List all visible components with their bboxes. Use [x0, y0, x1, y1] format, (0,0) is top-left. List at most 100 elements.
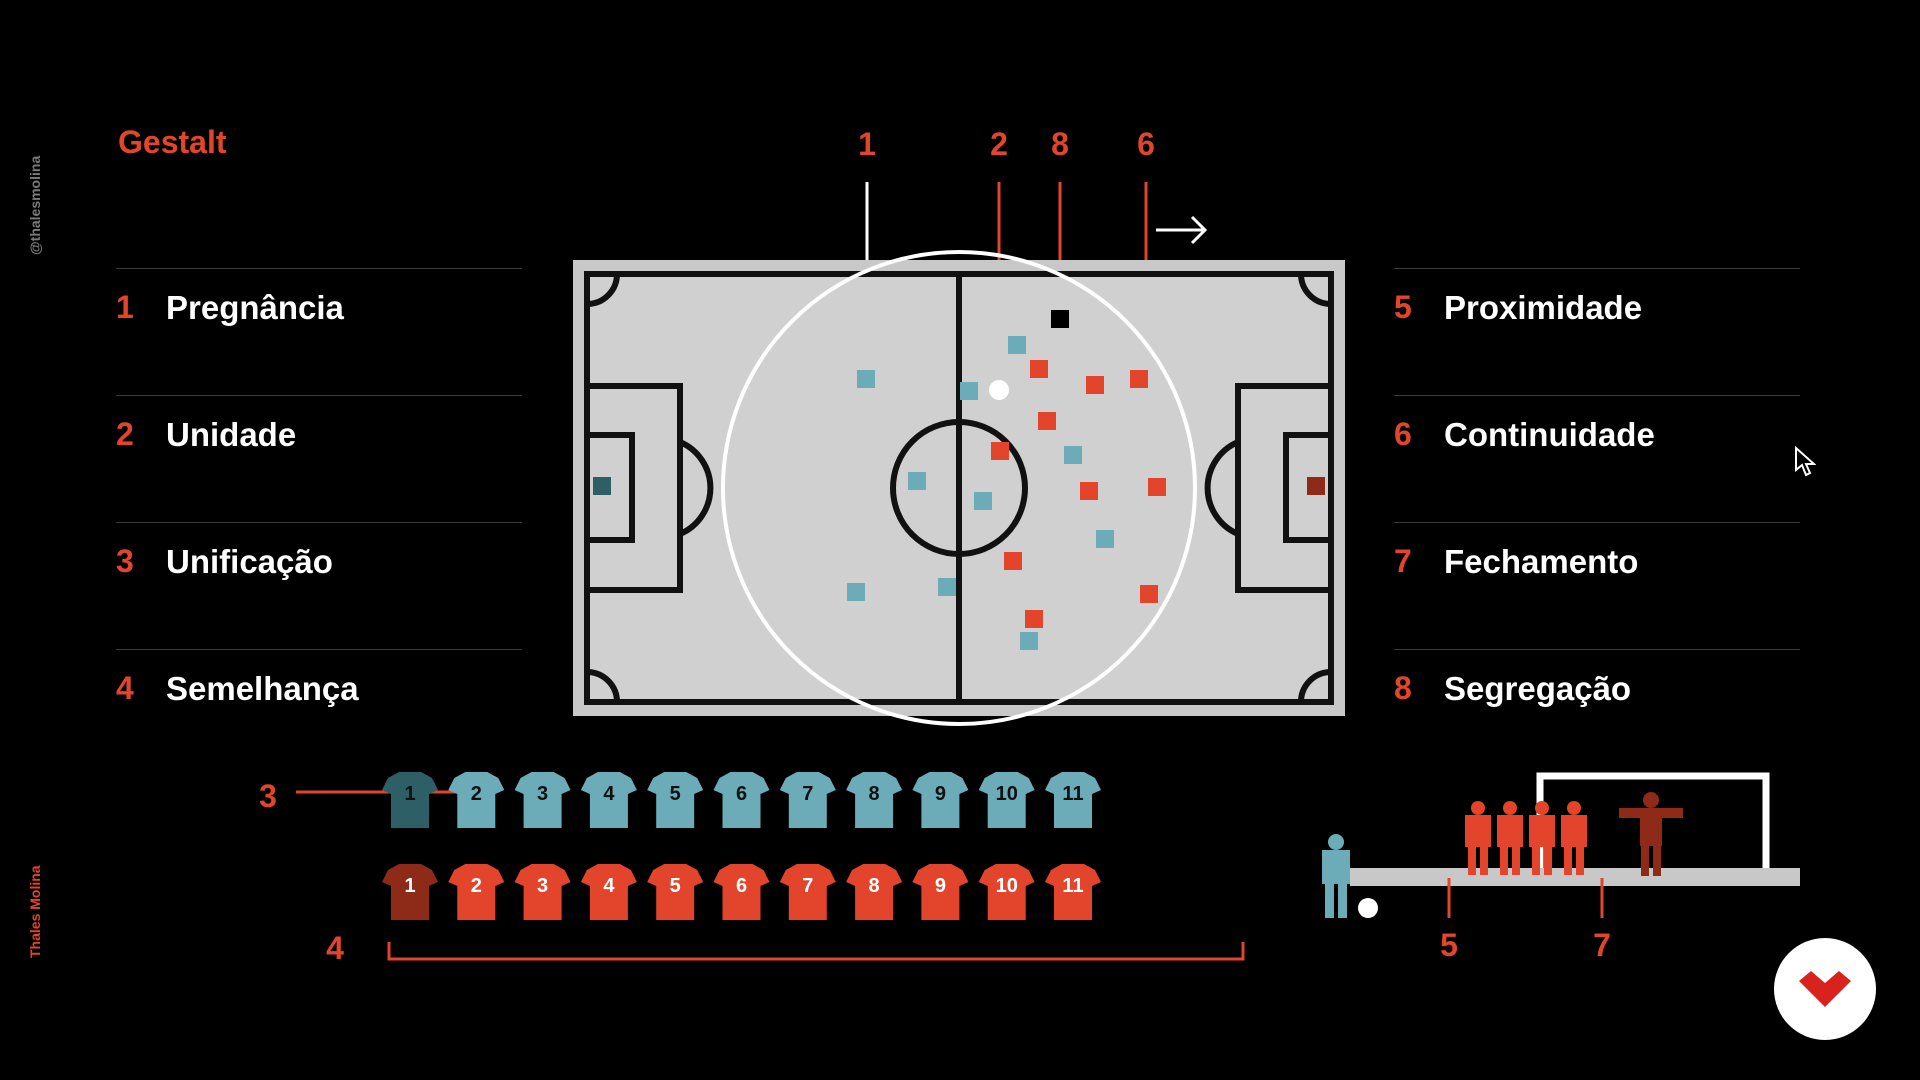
logo-button[interactable] — [1774, 938, 1876, 1040]
callout-bracket-4 — [387, 942, 1245, 961]
goalkeeper-figure — [1619, 792, 1683, 876]
jersey-number: 11 — [1062, 875, 1083, 897]
arrow-right-icon — [1156, 215, 1208, 245]
jersey-number: 7 — [802, 783, 813, 805]
jersey-3: 3 — [514, 772, 571, 828]
goalkeeper-blue — [593, 477, 611, 495]
jersey-number: 1 — [404, 875, 415, 897]
jersey-number: 8 — [869, 783, 880, 805]
blue-player — [1020, 632, 1038, 650]
jersey-number: 9 — [935, 875, 946, 897]
jersey-10: 10 — [978, 772, 1035, 828]
ball — [989, 380, 1009, 400]
jersey-3: 3 — [514, 864, 571, 920]
callout-number-3: 3 — [259, 778, 277, 814]
corner-arc — [1298, 669, 1332, 703]
jersey-6: 6 — [713, 864, 770, 920]
wall-player — [1465, 801, 1491, 875]
page-title: Gestalt — [118, 124, 227, 160]
principle-item: 6 Continuidade — [1394, 395, 1800, 522]
blue-player — [908, 472, 926, 490]
principle-label: Unificação — [166, 543, 333, 580]
principle-label: Pregnância — [166, 289, 344, 326]
corner-arc — [586, 669, 620, 703]
principle-item: 3 Unificação — [116, 522, 522, 649]
red-player — [1025, 610, 1043, 628]
chevron-logo-icon — [1799, 971, 1851, 1007]
ground-line — [1350, 868, 1800, 886]
jersey-8: 8 — [846, 864, 903, 920]
blue-player — [1096, 530, 1114, 548]
principle-label: Proximidade — [1444, 289, 1643, 326]
kicker-figure — [1322, 834, 1350, 918]
red-player — [1086, 376, 1104, 394]
red-players — [991, 360, 1166, 628]
blue-player — [847, 583, 865, 601]
wall-player — [1497, 801, 1523, 875]
jersey-number: 3 — [537, 875, 548, 897]
goalkeeper-red — [1307, 477, 1325, 495]
segregated-player — [1051, 310, 1069, 328]
callout-number-8: 8 — [1051, 126, 1069, 162]
red-player — [1038, 412, 1056, 430]
callout-number-5: 5 — [1440, 927, 1458, 963]
jersey-2: 2 — [448, 772, 505, 828]
mouse-pointer-icon — [1795, 446, 1816, 477]
principle-number: 5 — [1394, 289, 1412, 325]
callout-number-4: 4 — [326, 930, 344, 966]
jersey-number: 9 — [935, 783, 946, 805]
principle-label: Segregação — [1444, 670, 1632, 707]
jersey-5: 5 — [647, 864, 704, 920]
principle-number: 4 — [116, 670, 134, 706]
goal-area-left — [584, 432, 635, 543]
principle-item: 1 Pregnância — [116, 268, 522, 395]
jersey-9: 9 — [912, 772, 969, 828]
principle-label: Fechamento — [1444, 543, 1639, 580]
principle-item: 7 Fechamento — [1394, 522, 1800, 649]
red-player — [1140, 585, 1158, 603]
callout-number-6: 6 — [1137, 126, 1155, 162]
defensive-wall — [1465, 801, 1587, 875]
blue-player — [857, 370, 875, 388]
jersey-number: 1 — [404, 783, 415, 805]
principle-list-right: 5 Proximidade 6 Continuidade 7 Fechament… — [1394, 268, 1800, 776]
jersey-7: 7 — [779, 864, 836, 920]
author-text: Thales Molina — [27, 865, 43, 958]
jersey-number: 3 — [537, 783, 548, 805]
principle-item: 5 Proximidade — [1394, 268, 1800, 395]
principle-number: 3 — [116, 543, 134, 579]
principle-number: 6 — [1394, 416, 1412, 452]
principle-number: 2 — [116, 416, 134, 452]
jersey-number: 7 — [802, 875, 813, 897]
principle-label: Unidade — [166, 416, 297, 453]
jersey-1: 1 — [382, 864, 438, 920]
principle-item: 8 Segregação — [1394, 649, 1800, 776]
free-kick-ball — [1358, 898, 1378, 918]
blue-player — [1064, 446, 1082, 464]
jersey-number: 2 — [471, 875, 482, 897]
jersey-number: 10 — [996, 875, 1018, 897]
jersey-number: 5 — [670, 875, 681, 897]
jersey-5: 5 — [647, 772, 704, 828]
wall-player — [1561, 801, 1587, 875]
blue-player — [1008, 336, 1026, 354]
principle-list-left: 1 Pregnância 2 Unidade 3 Unificação 4 Se… — [116, 268, 522, 776]
jersey-number: 2 — [471, 783, 482, 805]
corner-arc — [586, 273, 620, 307]
red-player — [1030, 360, 1048, 378]
jersey-number: 10 — [996, 783, 1018, 805]
center-circle — [890, 419, 1028, 557]
principle-item: 2 Unidade — [116, 395, 522, 522]
jersey-number: 4 — [603, 875, 615, 897]
jersey-1: 1 — [382, 772, 438, 828]
wall-player — [1529, 801, 1555, 875]
principle-label: Continuidade — [1444, 416, 1655, 453]
callout-number-2: 2 — [990, 126, 1008, 162]
jersey-6: 6 — [713, 772, 770, 828]
soccer-field-diagram — [573, 182, 1345, 726]
penalty-arc-right — [1204, 439, 1240, 537]
red-shirt-row: 1 2 3 4 5 6 7 8 9 10 11 — [382, 864, 1101, 920]
jersey-number: 8 — [869, 875, 880, 897]
red-player — [1004, 552, 1022, 570]
